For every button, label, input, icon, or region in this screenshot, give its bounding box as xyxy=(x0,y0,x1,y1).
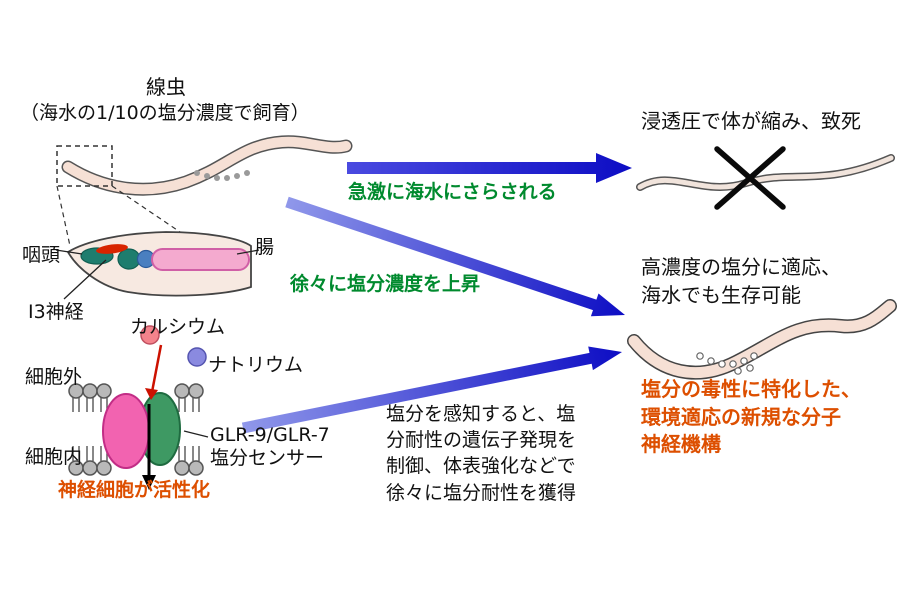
arrow-sensor-mechanism xyxy=(241,346,622,434)
rearing-note: （海水の1/10の塩分濃度で飼育） xyxy=(20,102,310,124)
sensor-type-label: 塩分センサー xyxy=(210,447,325,469)
intestine-label: 腸 xyxy=(255,236,275,258)
worm-reared-illustration xyxy=(56,135,353,247)
worm-eggs xyxy=(194,170,250,181)
calcium-ion xyxy=(140,325,160,345)
worm-dead-illustration xyxy=(636,146,895,210)
i3-neuron-shape xyxy=(96,244,128,254)
i3-neuron-label: I3神経 xyxy=(28,301,84,323)
pharynx-label: 咽頭 xyxy=(22,244,61,266)
mechanism-caption: 塩分の毒性に特化した、 環境適応の新規な分子 神経機構 xyxy=(641,377,861,457)
death-x-mark xyxy=(714,146,786,210)
sensor-pointer-line xyxy=(183,430,209,438)
gradual-increase-label: 徐々に塩分濃度を上昇 xyxy=(290,273,481,295)
arrow-sudden-seawater xyxy=(347,153,632,183)
extracellular-label: 細胞外 xyxy=(25,366,83,388)
intracellular-label: 細胞内 xyxy=(25,446,83,468)
sodium-ion xyxy=(187,347,207,367)
worm-label: 線虫 xyxy=(146,75,186,99)
intestine-shape xyxy=(151,248,250,271)
anatomy-inset xyxy=(55,231,260,300)
head-zoom-box xyxy=(56,145,113,187)
cell-membrane-diagram xyxy=(68,325,209,490)
death-caption: 浸透圧で体が縮み、致死 xyxy=(641,109,861,133)
calcium-entry-arrow xyxy=(145,344,163,400)
sensor-channel-pink xyxy=(102,393,150,469)
adapted-worm-eggs xyxy=(696,352,758,375)
arrow-gradual-increase xyxy=(285,196,625,317)
ion-flow-arrow xyxy=(142,404,156,490)
pharynx-bulb xyxy=(117,248,141,270)
worm-adapted-illustration xyxy=(627,299,897,380)
calcium-label: カルシウム xyxy=(130,316,226,338)
lipid-heads xyxy=(68,383,204,476)
sensor-name-label: GLR-9/GLR-7 xyxy=(210,424,330,446)
activation-label: 神経細胞が活性化 xyxy=(58,479,211,501)
sodium-label: ナトリウム xyxy=(208,354,304,376)
sudden-exposure-label: 急激に海水にさらされる xyxy=(348,181,557,203)
process-caption: 塩分を感知すると、塩 分耐性の遺伝子発現を 制御、体表強化などで 徐々に塩分耐性… xyxy=(386,403,577,504)
adaptation-caption: 高濃度の塩分に適応、 海水でも生存可能 xyxy=(641,255,841,307)
